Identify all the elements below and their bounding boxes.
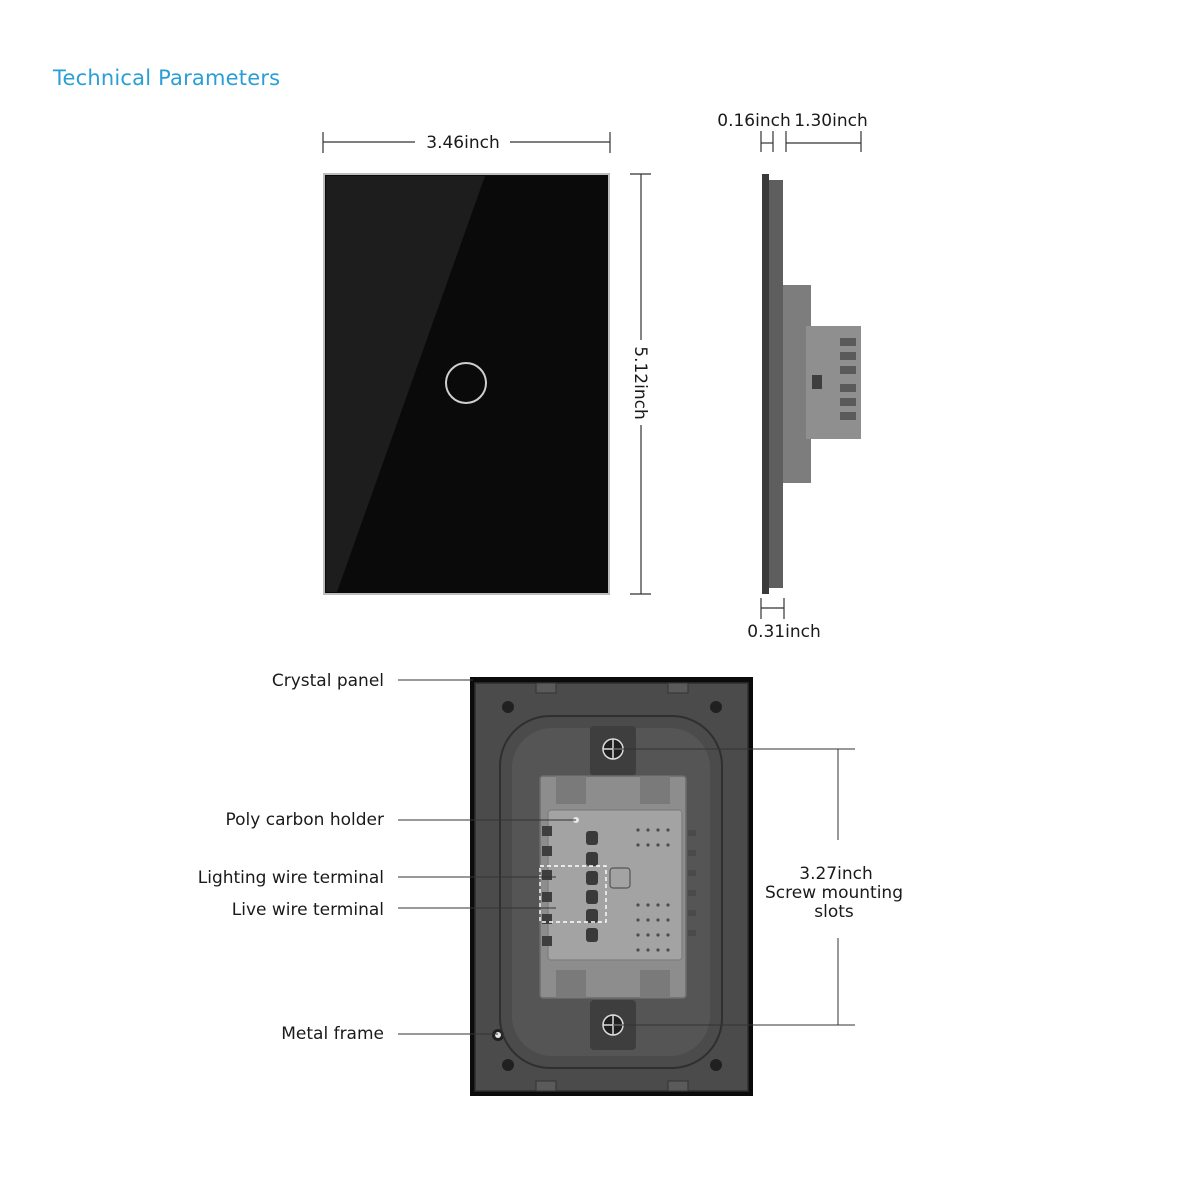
height-dimension (630, 173, 651, 595)
side-view (762, 174, 861, 594)
vent-dots (636, 828, 670, 952)
screw-distance-label: 3.27inch (799, 864, 872, 884)
back-view (470, 677, 753, 1096)
screw-caption-line2: slots (814, 902, 854, 922)
page-title: Technical Parameters (53, 66, 281, 90)
lighting-wire-terminal-label: Lighting wire terminal (198, 868, 384, 888)
terminal-highlight (539, 865, 607, 923)
screw-caption-line1: Screw mounting (765, 883, 903, 903)
switch-module (547, 809, 683, 961)
ce-mark-icon (609, 867, 631, 889)
glass-reflection (326, 176, 485, 592)
side-dimension-lines (760, 131, 862, 619)
touch-button-icon[interactable] (445, 362, 487, 404)
depth-label: 1.30inch (794, 111, 867, 131)
wire-terminals (586, 831, 598, 942)
height-label: 5.12inch (630, 346, 650, 419)
metal-frame-label: Metal frame (281, 1024, 384, 1044)
width-dimension (322, 132, 611, 153)
side-glass (762, 174, 769, 594)
side-frame (769, 180, 783, 588)
width-label: 3.46inch (426, 133, 499, 153)
front-view (323, 173, 610, 595)
live-wire-terminal-label: Live wire terminal (232, 900, 384, 920)
frame-marker (495, 1032, 501, 1038)
frame-thickness-label: 0.31inch (747, 622, 820, 642)
callout-lines (398, 679, 576, 1035)
side-terminal-slots (812, 338, 856, 420)
poly-carbon-holder-label: Poly carbon holder (226, 810, 385, 830)
glass-thickness-label: 0.16inch (717, 111, 790, 131)
screw-distance-dimension (613, 748, 855, 1026)
crystal-panel-label: Crystal panel (272, 671, 384, 691)
back-recess (499, 715, 723, 1069)
